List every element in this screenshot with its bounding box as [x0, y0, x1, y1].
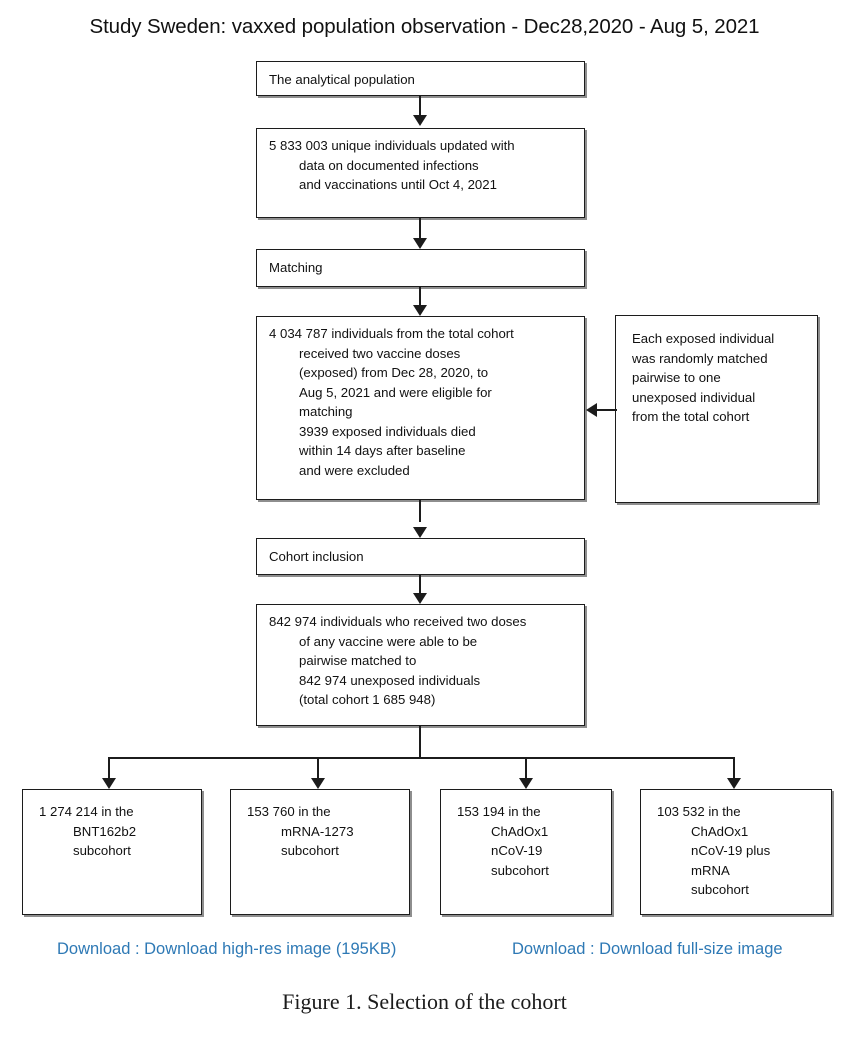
flow-line: from the total cohort — [632, 409, 750, 424]
download-links-row: Download : Download high-res image (195K… — [0, 938, 849, 964]
connector-matching-to-exposed — [419, 287, 421, 308]
flow-box-subcohort-chadox1-plus-mrna: 103 532 in the ChAdOx1 nCoV-19 plus mRNA… — [640, 789, 832, 915]
flow-box-matching-note: Each exposed individual was randomly mat… — [615, 315, 818, 503]
flow-line: 153 760 in the — [247, 804, 331, 819]
flow-line: 5 833 003 unique individuals updated wit… — [269, 138, 515, 153]
flow-line: and were excluded — [299, 462, 410, 478]
flow-line: pairwise to one — [632, 370, 721, 385]
flow-box-cohort-inclusion-stage: Cohort inclusion — [256, 538, 585, 575]
arrow-left-icon-matching-note — [586, 403, 597, 417]
flow-line: mRNA-1273 — [281, 823, 354, 839]
flow-line: within 14 days after baseline — [299, 443, 466, 458]
cohort-flowchart: The analytical population 5 833 003 uniq… — [22, 61, 832, 915]
download-high-res-image-link[interactable]: Download : Download high-res image (195K… — [57, 940, 397, 958]
flow-line: pairwise matched to — [299, 653, 417, 668]
arrow-down-icon-bnt162b2 — [102, 778, 116, 789]
flow-line: 842 974 unexposed individuals — [299, 672, 481, 688]
flow-line: and vaccinations until Oct 4, 2021 — [299, 177, 497, 192]
connector-note-to-exposed — [596, 409, 617, 411]
flow-line: matching — [299, 404, 353, 419]
arrow-down-icon-exposed — [413, 305, 427, 316]
connector-branch-bnt162b2 — [108, 757, 110, 782]
page-title: Study Sweden: vaxxed population observat… — [89, 15, 760, 38]
flow-line: 1 274 214 in the — [39, 804, 134, 819]
flow-line: of any vaccine were able to be — [299, 633, 478, 649]
connector-inclusion-to-included — [419, 575, 421, 595]
flow-line: Aug 5, 2021 and were eligible for — [299, 384, 492, 400]
flow-box-analytical-population: The analytical population — [256, 61, 585, 96]
arrow-down-icon-mrna1273 — [311, 778, 325, 789]
flow-line: 4 034 787 individuals from the total coh… — [269, 326, 514, 341]
flow-box-subcohort-chadox1-ncov19: 153 194 in the ChAdOx1 nCoV-19 subcohort — [440, 789, 612, 915]
flow-box-subcohort-mrna-1273: 153 760 in the mRNA-1273 subcohort — [230, 789, 410, 915]
flow-line: 3939 exposed individuals died — [299, 423, 476, 439]
connector-trunk-to-subcohorts — [419, 726, 421, 759]
flow-line: data on documented infections — [299, 157, 479, 173]
flow-line: (exposed) from Dec 28, 2020, to — [299, 365, 489, 380]
flow-box-analytical-population-label: The analytical population — [269, 72, 415, 87]
arrow-down-icon-chadox1-plus-mrna — [727, 778, 741, 789]
flow-line: 103 532 in the — [657, 804, 741, 819]
flow-line: was randomly matched — [632, 350, 768, 366]
flow-line: subcohort — [281, 843, 339, 858]
flow-line: ChAdOx1 — [491, 823, 549, 839]
flow-line: subcohort — [491, 862, 549, 878]
arrow-down-icon-inclusion — [413, 527, 427, 538]
flow-box-cohort-inclusion-label: Cohort inclusion — [269, 549, 364, 564]
figure-caption: Figure 1. Selection of the cohort — [282, 989, 567, 1014]
flow-line: 842 974 individuals who received two dos… — [269, 614, 527, 629]
flow-box-matched-cohort: 842 974 individuals who received two dos… — [256, 604, 585, 726]
flow-line: unexposed individual — [632, 389, 756, 405]
arrow-down-icon-chadox1 — [519, 778, 533, 789]
arrow-down-icon-matching — [413, 238, 427, 249]
flow-line: nCoV-19 plus — [691, 843, 771, 858]
flow-line: subcohort — [691, 882, 749, 897]
flow-line: ChAdOx1 — [691, 823, 749, 839]
connector-branch-mrna1273 — [317, 757, 319, 782]
flow-line: mRNA — [691, 862, 730, 878]
arrow-down-icon-population — [413, 115, 427, 126]
flow-box-total-population: 5 833 003 unique individuals updated wit… — [256, 128, 585, 218]
flow-box-exposed-eligible: 4 034 787 individuals from the total coh… — [256, 316, 585, 500]
connector-branch-chadox1-plus-mrna — [733, 757, 735, 782]
flow-line: BNT162b2 — [73, 823, 137, 839]
connector-population-to-matching — [419, 218, 421, 240]
connector-branch-chadox1 — [525, 757, 527, 782]
connector-analytical-to-population — [419, 96, 421, 117]
download-full-size-image-link[interactable]: Download : Download full-size image — [512, 940, 783, 958]
arrow-down-icon-included — [413, 593, 427, 604]
flow-line: 153 194 in the — [457, 804, 541, 819]
flow-line: Each exposed individual — [632, 331, 775, 346]
connector-subcohort-distributor — [108, 757, 735, 759]
flow-box-matching-stage-label: Matching — [269, 260, 323, 275]
flow-line: nCoV-19 — [491, 843, 543, 858]
connector-exposed-to-inclusion — [419, 500, 421, 522]
flow-box-matching-stage: Matching — [256, 249, 585, 287]
flow-line: (total cohort 1 685 948) — [299, 692, 436, 707]
flow-line: subcohort — [73, 843, 131, 858]
flow-box-subcohort-bnt162b2: 1 274 214 in the BNT162b2 subcohort — [22, 789, 202, 915]
flow-line: received two vaccine doses — [299, 345, 461, 361]
